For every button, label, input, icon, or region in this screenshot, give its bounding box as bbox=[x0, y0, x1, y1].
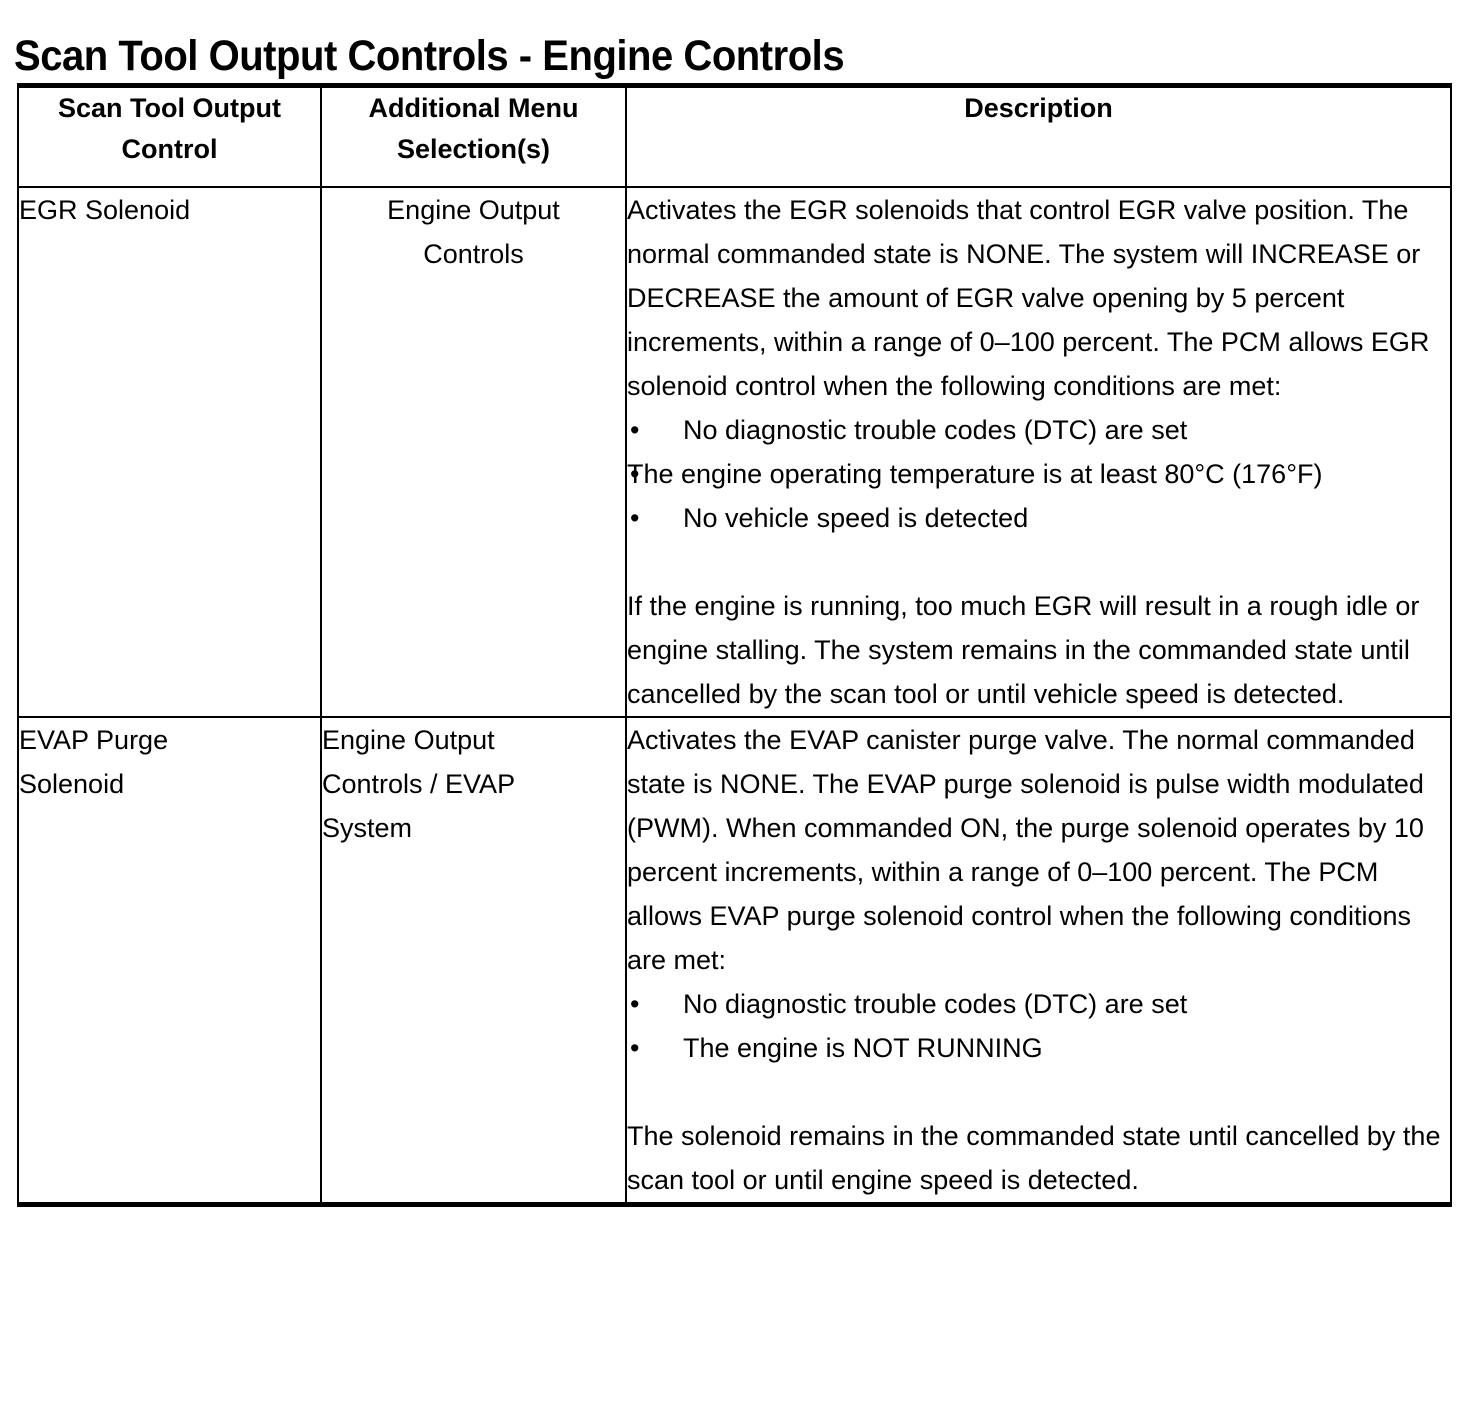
list-item-text: No vehicle speed is detected bbox=[683, 502, 1029, 533]
list-item-text: The engine operating temperature is at l… bbox=[627, 458, 1323, 489]
cell-menu-selection-evap-purge-solenoid: Engine Output Controls / EVAP System bbox=[320, 715, 627, 1207]
list-item: • No vehicle speed is detected bbox=[627, 496, 1450, 540]
page-title: Scan Tool Output Controls - Engine Contr… bbox=[14, 31, 845, 80]
column-header-additional-menu-selections: Additional Menu Selection(s) bbox=[320, 83, 627, 188]
control-name-line-1: EVAP Purge bbox=[19, 724, 169, 755]
column-header-line-2: Control bbox=[121, 134, 218, 165]
menu-selection-text: Engine Output Controls / EVAP System bbox=[322, 718, 625, 850]
list-item: • The engine operating temperature is at… bbox=[627, 452, 1450, 496]
cell-description-egr-solenoid: Activates the EGR solenoids that control… bbox=[625, 185, 1452, 718]
description-conditions-list: • No diagnostic trouble codes (DTC) are … bbox=[627, 408, 1450, 540]
column-header-line-1: Scan Tool Output bbox=[58, 93, 281, 123]
table-row: EVAP Purge Solenoid Engine Output Contro… bbox=[17, 715, 1452, 1207]
menu-selection-line-3: System bbox=[322, 812, 413, 843]
column-header-line-1: Additional Menu bbox=[368, 93, 579, 123]
control-name-line-2: Solenoid bbox=[19, 768, 125, 799]
table-body: EGR Solenoid Engine Output Controls Acti… bbox=[17, 185, 1452, 1207]
menu-selection-line-1: Engine Output bbox=[387, 194, 560, 225]
description-intro-paragraph: Activates the EGR solenoids that control… bbox=[627, 194, 1430, 401]
description-outro-paragraph: The solenoid remains in the commanded st… bbox=[627, 1120, 1441, 1195]
control-name: EVAP Purge Solenoid bbox=[19, 718, 320, 806]
menu-selection-line-1: Engine Output bbox=[322, 724, 495, 755]
list-item: • The engine is NOT RUNNING bbox=[627, 1026, 1450, 1070]
bullet-icon: • bbox=[630, 502, 640, 533]
description-intro-paragraph: Activates the EVAP canister purge valve.… bbox=[627, 724, 1424, 975]
list-item: • No diagnostic trouble codes (DTC) are … bbox=[627, 408, 1450, 452]
table-header: Scan Tool Output Control Additional Menu… bbox=[17, 83, 1452, 188]
column-header-line-2: Selection(s) bbox=[396, 134, 551, 165]
list-item-text: No diagnostic trouble codes (DTC) are se… bbox=[683, 414, 1188, 445]
column-header-scan-tool-output-control: Scan Tool Output Control bbox=[17, 83, 322, 188]
table-header-row: Scan Tool Output Control Additional Menu… bbox=[17, 83, 1452, 188]
list-item-text: No diagnostic trouble codes (DTC) are se… bbox=[683, 988, 1188, 1019]
paragraph-spacer bbox=[627, 540, 1450, 584]
list-item: • No diagnostic trouble codes (DTC) are … bbox=[627, 982, 1450, 1026]
menu-selection-text: Engine Output Controls bbox=[322, 188, 625, 276]
cell-control-egr-solenoid: EGR Solenoid bbox=[17, 185, 322, 718]
bullet-icon: • bbox=[630, 988, 640, 1019]
cell-description-evap-purge-solenoid: Activates the EVAP canister purge valve.… bbox=[625, 715, 1452, 1207]
column-header-line-1: Description bbox=[964, 93, 1113, 123]
menu-selection-line-2: Controls bbox=[423, 238, 524, 269]
list-item-text: The engine is NOT RUNNING bbox=[683, 1032, 1043, 1063]
bullet-icon: • bbox=[630, 458, 640, 489]
cell-menu-selection-egr-solenoid: Engine Output Controls bbox=[320, 185, 627, 718]
description-conditions-list: • No diagnostic trouble codes (DTC) are … bbox=[627, 982, 1450, 1070]
scan-tool-output-controls-table: Scan Tool Output Control Additional Menu… bbox=[17, 83, 1452, 1207]
bullet-icon: • bbox=[630, 1032, 640, 1063]
cell-control-evap-purge-solenoid: EVAP Purge Solenoid bbox=[17, 715, 322, 1207]
menu-selection-line-2: Controls / EVAP bbox=[322, 768, 516, 799]
description-outro-paragraph: If the engine is running, too much EGR w… bbox=[627, 590, 1420, 709]
table-row: EGR Solenoid Engine Output Controls Acti… bbox=[17, 185, 1452, 718]
paragraph-spacer bbox=[627, 1070, 1450, 1114]
bullet-icon: • bbox=[630, 414, 640, 445]
control-name: EGR Solenoid bbox=[19, 194, 191, 225]
column-header-description: Description bbox=[625, 83, 1452, 188]
